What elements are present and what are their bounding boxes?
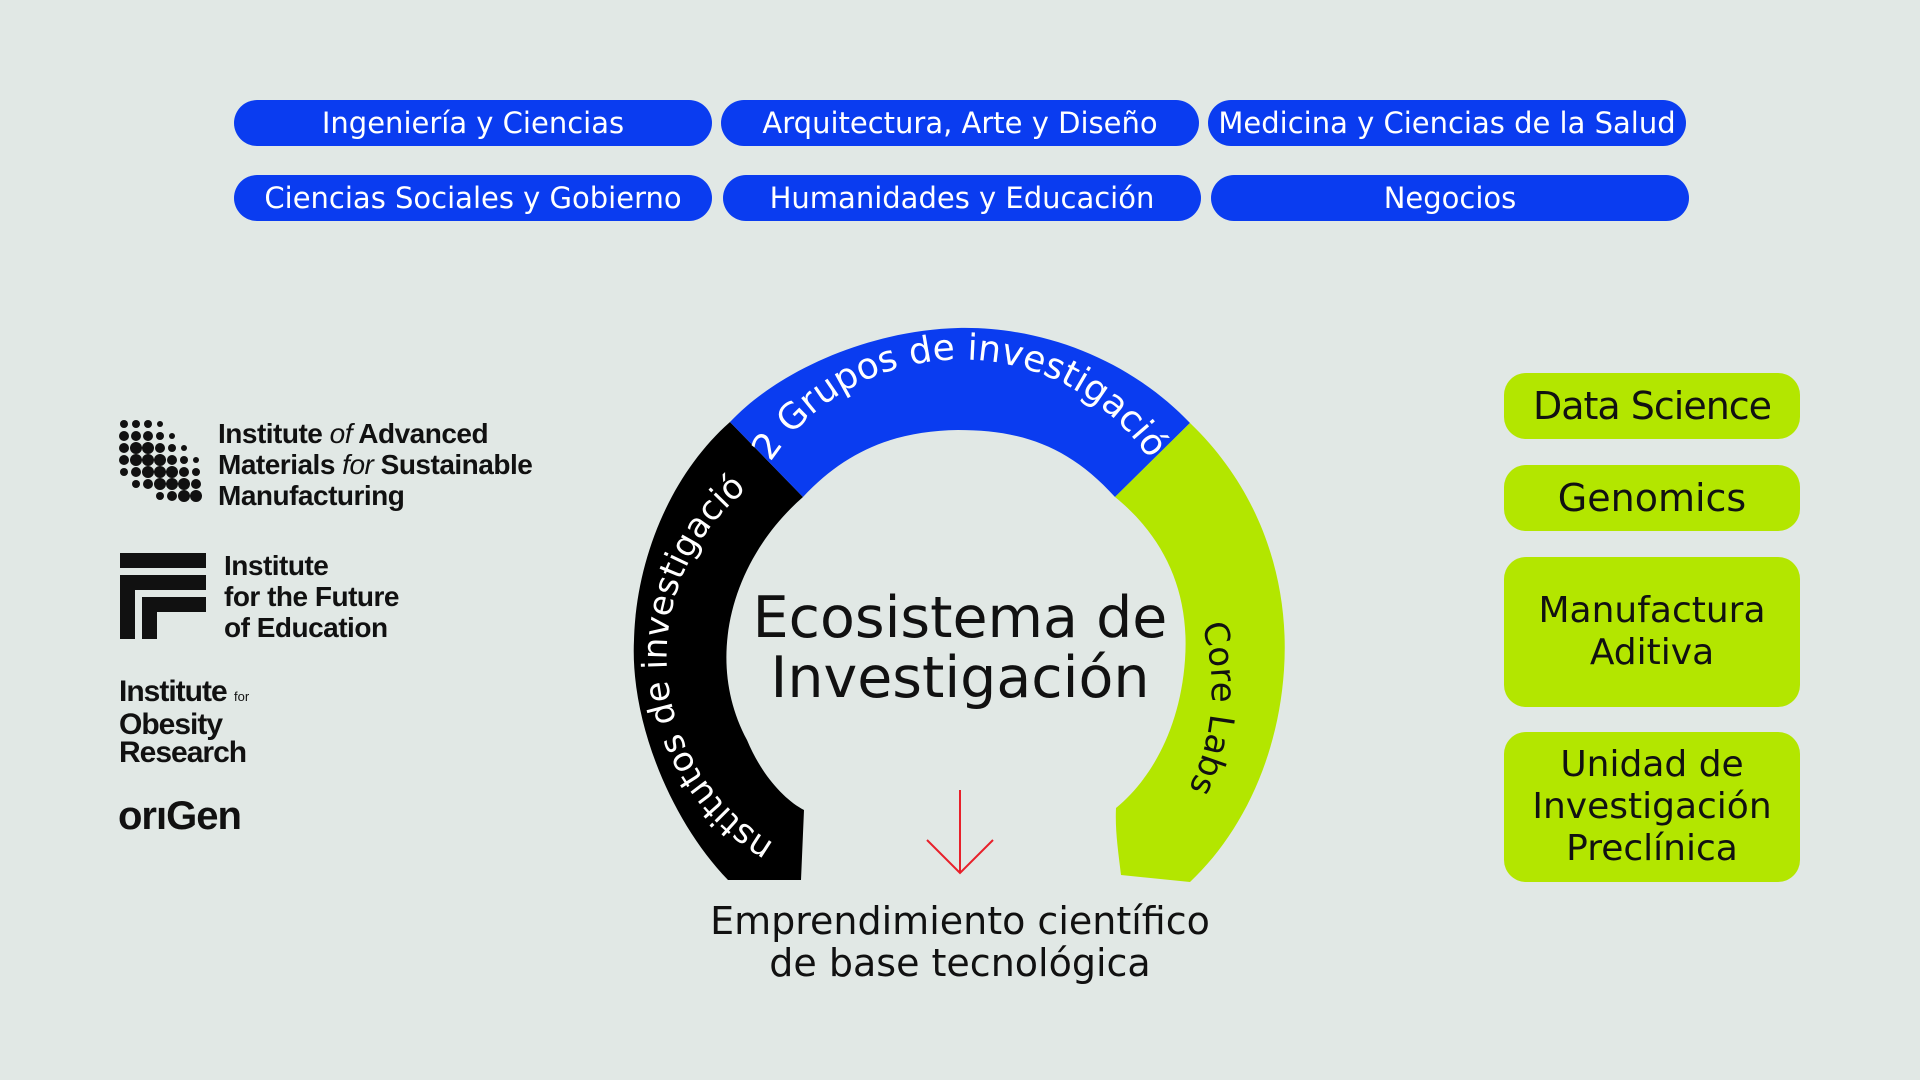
ring-segment-institutos: [633, 422, 804, 880]
origen-logo: orıGen: [118, 794, 242, 838]
core-lab-genomics: Genomics: [1504, 465, 1800, 531]
ring-segment-core-labs: [1115, 423, 1285, 882]
core-lab-manufactura-aditiva: Manufactura Aditiva: [1504, 557, 1800, 707]
core-lab-unidad-preclinica: Unidad de Investigación Preclínica: [1504, 732, 1800, 882]
future-education-logo-icon: [120, 553, 206, 639]
area-pill-medicina: Medicina y Ciencias de la Salud: [1208, 100, 1686, 146]
advanced-materials-logo-text: Institute of Advanced Materials for Sust…: [218, 418, 533, 511]
down-arrow-icon: [926, 790, 994, 875]
area-pill-negocios: Negocios: [1211, 175, 1689, 221]
area-pill-ciencias-sociales: Ciencias Sociales y Gobierno: [234, 175, 712, 221]
area-pill-humanidades: Humanidades y Educación: [723, 175, 1201, 221]
advanced-materials-logo-icon: [119, 420, 202, 502]
ecosystem-title: Ecosistema de Investigación: [752, 585, 1168, 711]
obesity-research-logo: Institute for Obesity Research: [119, 675, 250, 769]
area-pill-arquitectura: Arquitectura, Arte y Diseño: [721, 100, 1199, 146]
entrepreneurship-label: Emprendimiento científico de base tecnol…: [710, 899, 1210, 985]
area-pill-ingenieria: Ingeniería y Ciencias: [234, 100, 712, 146]
ring-segment-grupos: [730, 327, 1190, 497]
future-education-logo-text: Institute for the Future of Education: [224, 550, 400, 643]
core-lab-data-science: Data Science: [1504, 373, 1800, 439]
